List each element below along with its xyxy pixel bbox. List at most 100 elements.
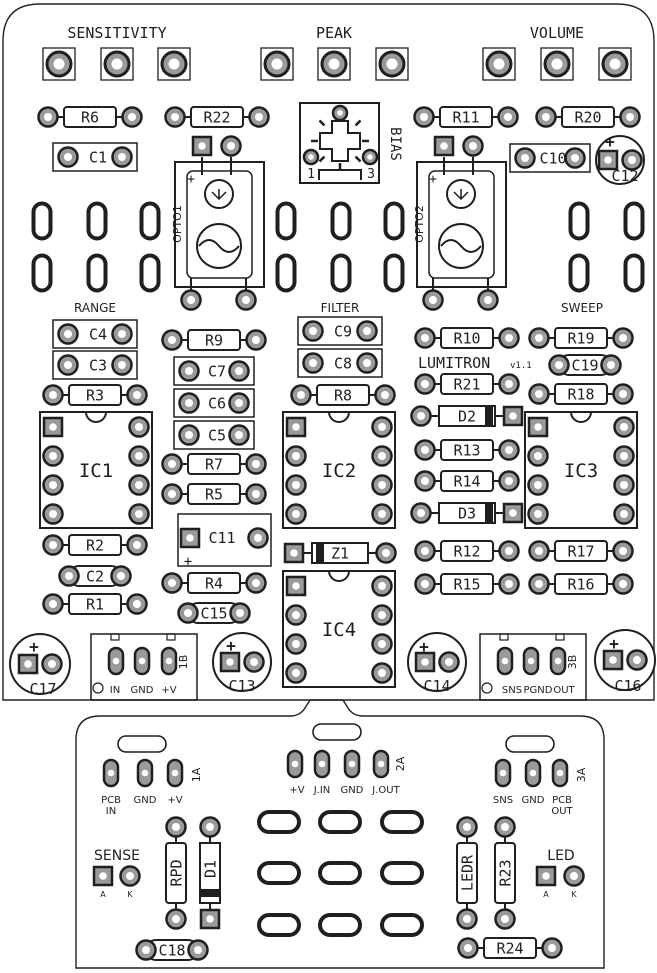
mounting-slot [117, 735, 167, 753]
solder-pad [414, 373, 436, 395]
solder-pad [180, 289, 202, 311]
solder-pad [498, 573, 520, 595]
pot-sensitivity-3 [156, 46, 192, 82]
solder-pad [285, 604, 307, 626]
solder-pad [502, 405, 524, 427]
solder-pad [374, 384, 396, 406]
solder-pad [128, 416, 150, 438]
filter-label: FILTER [321, 301, 360, 315]
slot-hole [86, 201, 108, 241]
pot-peak-1 [259, 46, 295, 82]
ic-label: IC2 [322, 460, 356, 482]
solder-pad [220, 135, 242, 157]
slot-hole [380, 913, 424, 937]
silkscreen-label: C17 [29, 680, 56, 698]
resistor-r20 [546, 106, 630, 128]
solder-pad [302, 320, 324, 342]
pot-sensitivity-1 [41, 46, 77, 82]
anode-label: A [100, 890, 106, 899]
slot-hole [318, 913, 362, 937]
slot-hole [139, 201, 161, 241]
resistor-r17 [539, 540, 623, 562]
sense-label: SENSE [94, 848, 140, 864]
solder-pad [229, 602, 251, 624]
silkscreen-label: C11 [208, 529, 235, 547]
polarity-plus: + [187, 172, 195, 187]
silkscreen-label: C10 [539, 150, 566, 168]
solder-pad [187, 939, 209, 961]
solder-pad [199, 816, 221, 838]
header-pin-label: +V [289, 785, 304, 796]
silkscreen-label: R15 [453, 576, 480, 594]
diode-d3 [421, 502, 513, 524]
solder-pad [494, 908, 516, 930]
diode-d2 [421, 405, 513, 427]
solder-pad [371, 633, 393, 655]
solder-pad [248, 106, 270, 128]
solder-pad [613, 416, 635, 438]
silkscreen-label: R1 [86, 596, 104, 614]
header-pin-label: PCB [552, 795, 572, 806]
zener-z1 [294, 542, 386, 564]
resistor-r10 [425, 327, 509, 349]
solder-pad [177, 602, 199, 624]
slot-hole [383, 253, 405, 293]
solder-pad [128, 445, 150, 467]
silkscreen-label: R14 [453, 473, 480, 491]
header-id-label: 3A [575, 767, 588, 782]
solder-pad [128, 474, 150, 496]
slot-hole [623, 201, 645, 241]
silkscreen-label: C15 [200, 605, 227, 623]
header-pin-label: IN [106, 806, 116, 817]
mounting-slot [505, 735, 555, 753]
header-id-label: 2A [394, 756, 407, 771]
header-pin-label: +V [161, 685, 176, 696]
resistor-r2 [53, 534, 137, 556]
polarity-plus: + [429, 172, 437, 187]
solder-pad [135, 939, 157, 961]
resistor-r23 [494, 827, 516, 919]
solder-pad [161, 453, 183, 475]
slot-hole [380, 810, 424, 834]
solder-pad [245, 453, 267, 475]
resistor-ledr [456, 827, 478, 919]
solder-pad [245, 483, 267, 505]
solder-pad [527, 416, 549, 438]
solder-pad [410, 502, 432, 524]
silkscreen-label: C8 [334, 355, 352, 373]
solder-pad [178, 360, 200, 382]
solder-pad [128, 503, 150, 525]
solder-pad [602, 649, 624, 671]
header-pin-label: +V [167, 795, 182, 806]
slot-hole [31, 253, 53, 293]
solder-pad [375, 542, 397, 564]
mounting-slot [312, 723, 362, 741]
bias-pin1-label: 1 [307, 167, 315, 182]
slot-hole [380, 861, 424, 885]
solder-pad [161, 572, 183, 594]
solder-pad [498, 327, 520, 349]
led-anode-pad [535, 865, 557, 887]
pot-sensitivity-2 [99, 46, 135, 82]
silkscreen-label: R19 [567, 330, 594, 348]
ic-label: IC3 [564, 460, 598, 482]
silkscreen-label: R24 [496, 940, 523, 958]
solder-pad [126, 593, 148, 615]
polarity-plus: + [184, 554, 192, 570]
header-pin-label: PCB [101, 795, 121, 806]
main-board-outline [2, 3, 655, 701]
solder-pad [235, 289, 257, 311]
solder-pad [528, 327, 550, 349]
bias-label: BIAS [387, 127, 403, 161]
slot-hole [623, 253, 645, 293]
pot-volume-2 [539, 46, 575, 82]
silkscreen-label: C18 [158, 942, 185, 960]
optocoupler-opto1 [174, 157, 265, 298]
solder-pad [514, 147, 536, 169]
header-pin-label: SNS [502, 685, 522, 696]
brand-label: LUMITRON [418, 354, 490, 372]
silkscreen-label: R17 [567, 543, 594, 561]
silkscreen-label: R18 [567, 386, 594, 404]
opto-label: OPTO2 [413, 205, 426, 243]
